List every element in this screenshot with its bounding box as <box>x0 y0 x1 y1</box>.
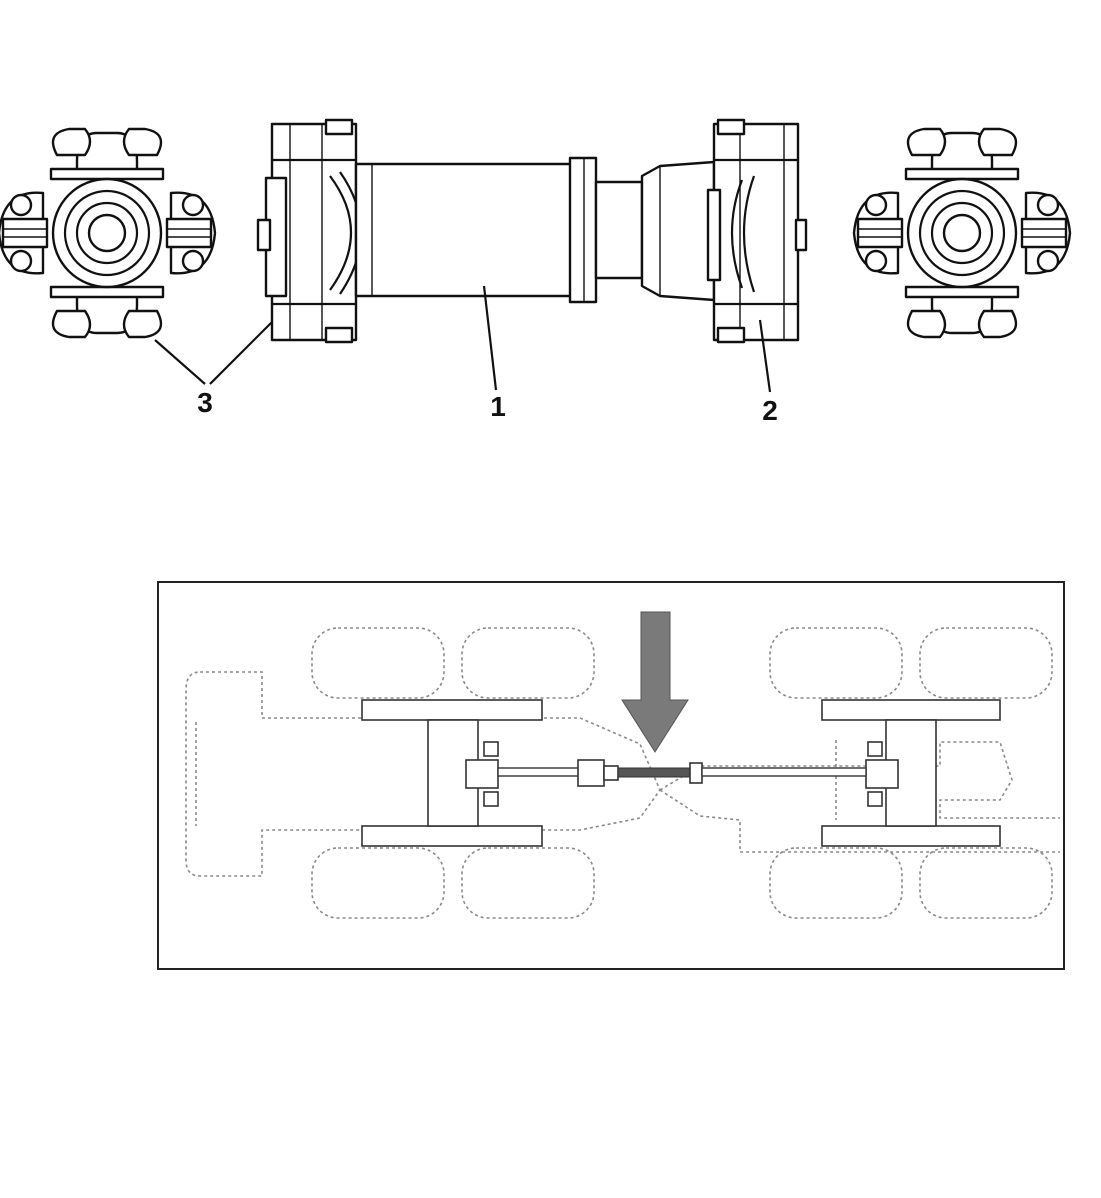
leader-lines <box>154 285 772 393</box>
axle-assemblies <box>361 699 1001 847</box>
location-arrow <box>621 611 689 753</box>
callout-3: 3 <box>197 387 213 418</box>
chassis-outline <box>185 627 1060 919</box>
location-drive-shaft <box>497 759 867 787</box>
callout-1: 1 <box>490 391 506 422</box>
right-universal-joint-spider <box>852 127 1072 339</box>
callout-2: 2 <box>762 395 778 426</box>
drive-shaft <box>256 118 808 344</box>
left-universal-joint-spider <box>0 127 217 339</box>
